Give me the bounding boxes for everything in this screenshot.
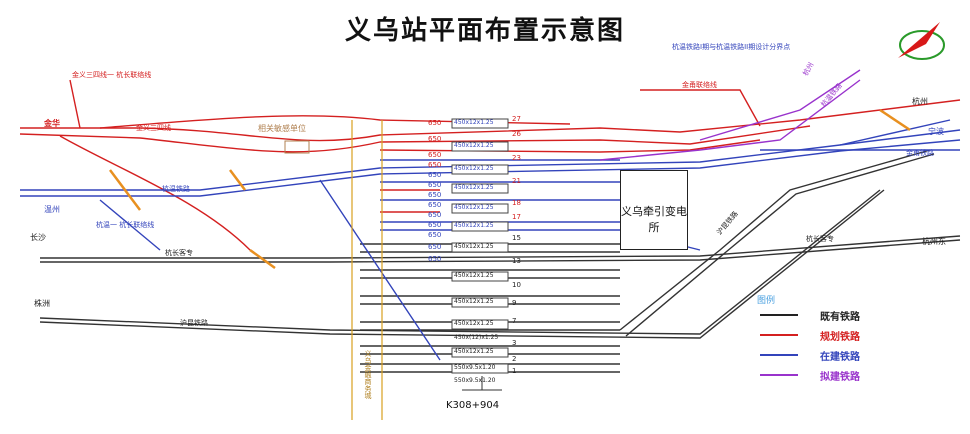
platform-tag: 450x12x1.25 [454,184,494,191]
track-number: 17 [512,213,521,221]
platform-tag: 550x9.5x1.20 [454,377,496,384]
traction-substation-box: 义乌牵引变电所 [620,170,688,250]
track-length: 650 [428,171,442,179]
label-jinyong-rail: 金甬铁路 [906,149,934,157]
track-number: 13 [512,257,521,265]
track-length: 650 [428,221,442,229]
platform-tag: 450x12x1.25 [454,142,494,149]
track-number: 27 [512,115,521,123]
track-length: 650 [428,161,442,169]
track-length: 650 [428,135,442,143]
track-length: 650 [428,181,442,189]
track-length: 650 [428,255,442,263]
highlight-sections [109,108,911,270]
track-length: 650 [428,243,442,251]
track-number: 1 [512,367,517,375]
track-number: 7 [512,317,517,325]
platform-tag: 450x12x1.25 [454,165,494,172]
proposed-railway-lines [599,69,861,161]
mileage-label: K308+904 [446,400,500,411]
label-jinyi-mid: 金义三四线 [136,124,171,132]
track-number: 18 [512,199,521,207]
track-length: 650 [428,201,442,209]
track-length: 650 [428,151,442,159]
legend-item-planned: 规划铁路 [760,328,890,343]
track-number: 2 [512,355,517,363]
diagram-title: 义乌站平面布置示意图 [344,16,625,46]
legend-item-existing: 既有铁路 [760,308,890,323]
legend-title: 图例 [757,296,776,306]
north-arrow-icon [898,22,945,60]
label-huhe: 杭州 [912,97,928,106]
track-number: 26 [512,130,521,138]
track-number: 10 [512,281,521,289]
platform-tag: 450x12x1.25 [454,222,494,229]
platform-tag: 450x(12)x1.25 [454,334,499,341]
boundary-lines [351,120,383,420]
track-number: 15 [512,234,521,242]
label-building: 义乌金融商务城 [364,350,372,399]
label-jinyong-link: 金甬联络线 [682,81,717,89]
platform-tag: 450x12x1.25 [454,348,494,355]
platform-tag: 450x12x1.25 [454,204,494,211]
track-number: 23 [512,154,521,162]
label-hangwen-link: 杭温铁路 [162,185,190,193]
track-length: 650 [428,211,442,219]
legend-item-under-construction: 在建铁路 [760,348,890,363]
label-wenzhou: 温州 [44,205,60,214]
label-changsha: 长沙 [30,233,46,242]
label-hangzhou-east: 杭州东 [922,237,946,246]
sensitive-unit-box [284,140,310,154]
platform-tag: 450x12x1.25 [454,272,494,279]
platform-tag: 450x12x1.25 [454,243,494,250]
platforms [451,118,509,374]
substation-label: 义乌牵引变电所 [621,205,687,234]
track-number: 9 [512,299,517,307]
label-design-boundary: 杭温铁路I期与杭温铁路II期设计分界点 [672,43,791,51]
label-ningbo: 宁波 [928,127,944,136]
track-length: 650 [428,231,442,239]
label-hangchang-right: 杭长客专 [806,235,834,243]
label-jinyi-left: 金义三四线一 杭长联络线 [72,71,152,79]
under-construction-railway-lines [20,119,961,361]
track-number: 21 [512,177,521,185]
label-sensitive-unit: 相关敏感单位 [258,124,306,133]
label-hangwen-changlink: 杭温一 杭长联络线 [96,221,155,229]
platform-tag: 450x12x1.25 [454,320,494,327]
platform-tag: 450x12x1.25 [454,119,494,126]
platform-tag: 450x12x1.25 [454,298,494,305]
label-zhuzhou: 株洲 [34,299,50,308]
label-hukun: 沪昆铁路 [180,319,208,327]
legend-item-proposed: 拟建铁路 [760,368,890,383]
mileage-marker [462,376,502,391]
track-length: 650 [428,119,442,127]
label-hangchang-pass: 杭长客专 [165,249,193,257]
label-jinhua: 金华 [44,119,60,128]
track-number: 3 [512,339,517,347]
platform-tag: 550x9.5x1.20 [454,364,496,371]
track-length: 650 [428,191,442,199]
